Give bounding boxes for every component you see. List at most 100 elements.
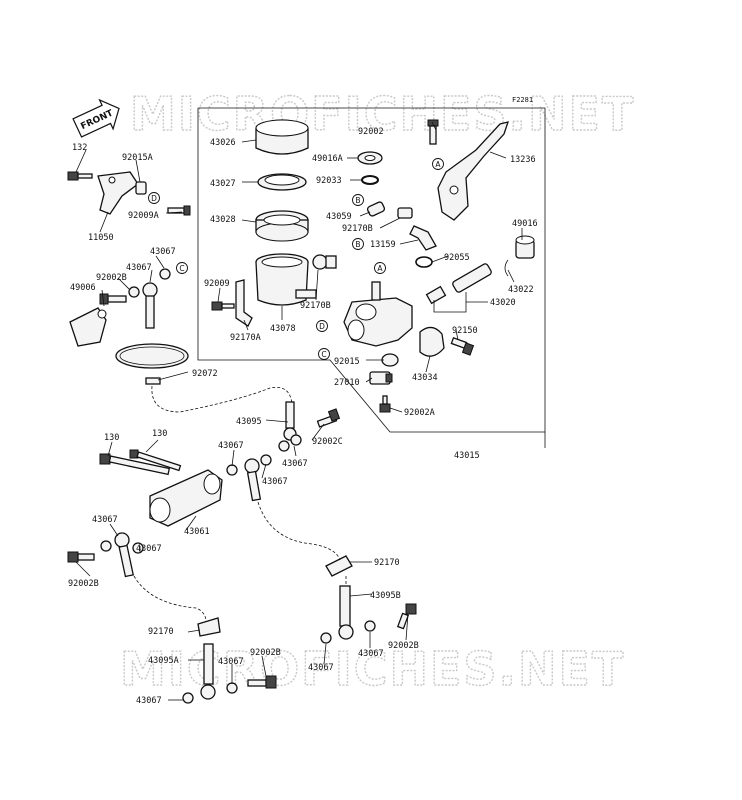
part-label: 92002B: [96, 273, 127, 283]
part-label: 92072: [192, 369, 218, 379]
hose-43095A-fitting: [182, 643, 238, 704]
part-label: 43095: [236, 417, 262, 427]
part-label: 43067: [136, 696, 162, 706]
part-label: 43067: [308, 663, 334, 673]
banjo-fitting-top-left: [128, 268, 171, 329]
clamp-92170B-left: [312, 254, 337, 270]
clamp-92170-right: [325, 555, 353, 577]
holder-43034: [419, 326, 445, 357]
collar-92015: [381, 353, 399, 367]
bolt-92002B-right: [396, 603, 417, 630]
svg-text:A: A: [377, 264, 383, 273]
part-label: 92009A: [128, 211, 159, 221]
part-label: 130: [152, 429, 167, 439]
dust-cover-49016: [515, 235, 535, 259]
part-label: 92015: [334, 357, 360, 367]
svg-text:C: C: [321, 350, 326, 359]
part-label: 27010: [334, 378, 360, 388]
reservoir-cap-43026: [255, 119, 309, 155]
part-label: 49006: [70, 283, 96, 293]
joint-43061: [149, 469, 223, 527]
cover-49006: [69, 307, 107, 347]
callout-B-top: B: [352, 194, 364, 206]
boot-43022: [504, 259, 509, 277]
diaphragm-43028: [255, 210, 309, 242]
front-arrow-icon: FRONT: [72, 98, 120, 138]
oring-92055: [415, 256, 433, 268]
assembly-43015-outline: [197, 107, 546, 433]
part-label: 43067: [126, 263, 152, 273]
part-label: 49016A: [312, 154, 343, 164]
part-label: 130: [104, 433, 119, 443]
svg-text:D: D: [319, 322, 325, 331]
part-label: 49016: [512, 219, 538, 229]
part-label: 92170: [374, 558, 400, 568]
clamp-92170-left: [197, 617, 221, 637]
pivot-bolt-92002: [427, 119, 439, 145]
piston-assy-43020: [425, 263, 492, 305]
hose-clamp-92072: [115, 343, 189, 385]
bolt-132: [67, 171, 93, 181]
svg-text:B: B: [355, 196, 360, 205]
banjo-lower-left: [100, 532, 144, 578]
reservoir-43078: [255, 253, 317, 306]
part-label: 92170: [148, 627, 174, 637]
bolt-92002B-bottom: [247, 675, 277, 689]
part-label: 43020: [490, 298, 516, 308]
hose-line-top: [151, 385, 293, 413]
part-label: 43095A: [148, 656, 179, 666]
svg-text:C: C: [179, 264, 184, 273]
bolt-92002A: [379, 395, 391, 413]
hose-43059: [366, 201, 386, 217]
part-label: 92170B: [300, 301, 331, 311]
callout-A-body: A: [374, 262, 386, 274]
bolt-92002C: [316, 408, 341, 428]
svg-text:A: A: [435, 160, 441, 169]
part-label: 92170A: [230, 333, 261, 343]
part-label: 43067: [282, 459, 308, 469]
part-label: 92002C: [312, 437, 343, 447]
grommet-49016A: [357, 151, 383, 165]
part-labels: 132 92015A 92009A 11050 43067 43067 9200…: [68, 127, 538, 706]
part-label: 92150: [452, 326, 478, 336]
bolt-92002B-lower-left: [67, 551, 95, 563]
clamp-92170B-right: [397, 207, 413, 219]
part-label: 43067: [218, 657, 244, 667]
part-label: 43067: [150, 247, 176, 257]
circlip-92033: [361, 175, 379, 185]
lever-13236: [437, 121, 509, 221]
callout-B-mid: B: [352, 238, 364, 250]
part-label: 43095B: [370, 591, 401, 601]
part-label: 92002: [358, 127, 384, 137]
bracket-92170A: [235, 279, 253, 327]
part-label: 43059: [326, 212, 352, 222]
bolt-92150: [450, 336, 475, 356]
hose-43095B-fitting: [320, 585, 376, 644]
callout-A-lever: A: [432, 158, 444, 170]
part-label: 132: [72, 143, 87, 153]
callout-D-reservoir: D: [316, 320, 328, 332]
part-label: 92002B: [388, 641, 419, 651]
banjo-center-lower: [226, 454, 272, 502]
part-label: 92002B: [250, 648, 281, 658]
part-label: 43027: [210, 179, 236, 189]
part-label: 43067: [262, 477, 288, 487]
master-cylinder-body: [343, 281, 413, 347]
part-label: 43015: [454, 451, 480, 461]
fitting-13159: [409, 225, 437, 251]
part-label: 43026: [210, 138, 236, 148]
callout-D-left: D: [148, 192, 160, 204]
bolt-92009: [211, 301, 235, 311]
callout-C-body: C: [318, 348, 330, 360]
svg-text:D: D: [151, 194, 157, 203]
part-label: 92170B: [342, 224, 373, 234]
part-label: 43028: [210, 215, 236, 225]
part-label: 43034: [412, 373, 438, 383]
banjo-fitting-center: [278, 401, 302, 452]
switch-27010: [369, 371, 393, 385]
bolt-92009A: [167, 205, 191, 216]
part-label: 43067: [218, 441, 244, 451]
part-label: 43067: [358, 649, 384, 659]
leader-lines: [75, 121, 523, 701]
